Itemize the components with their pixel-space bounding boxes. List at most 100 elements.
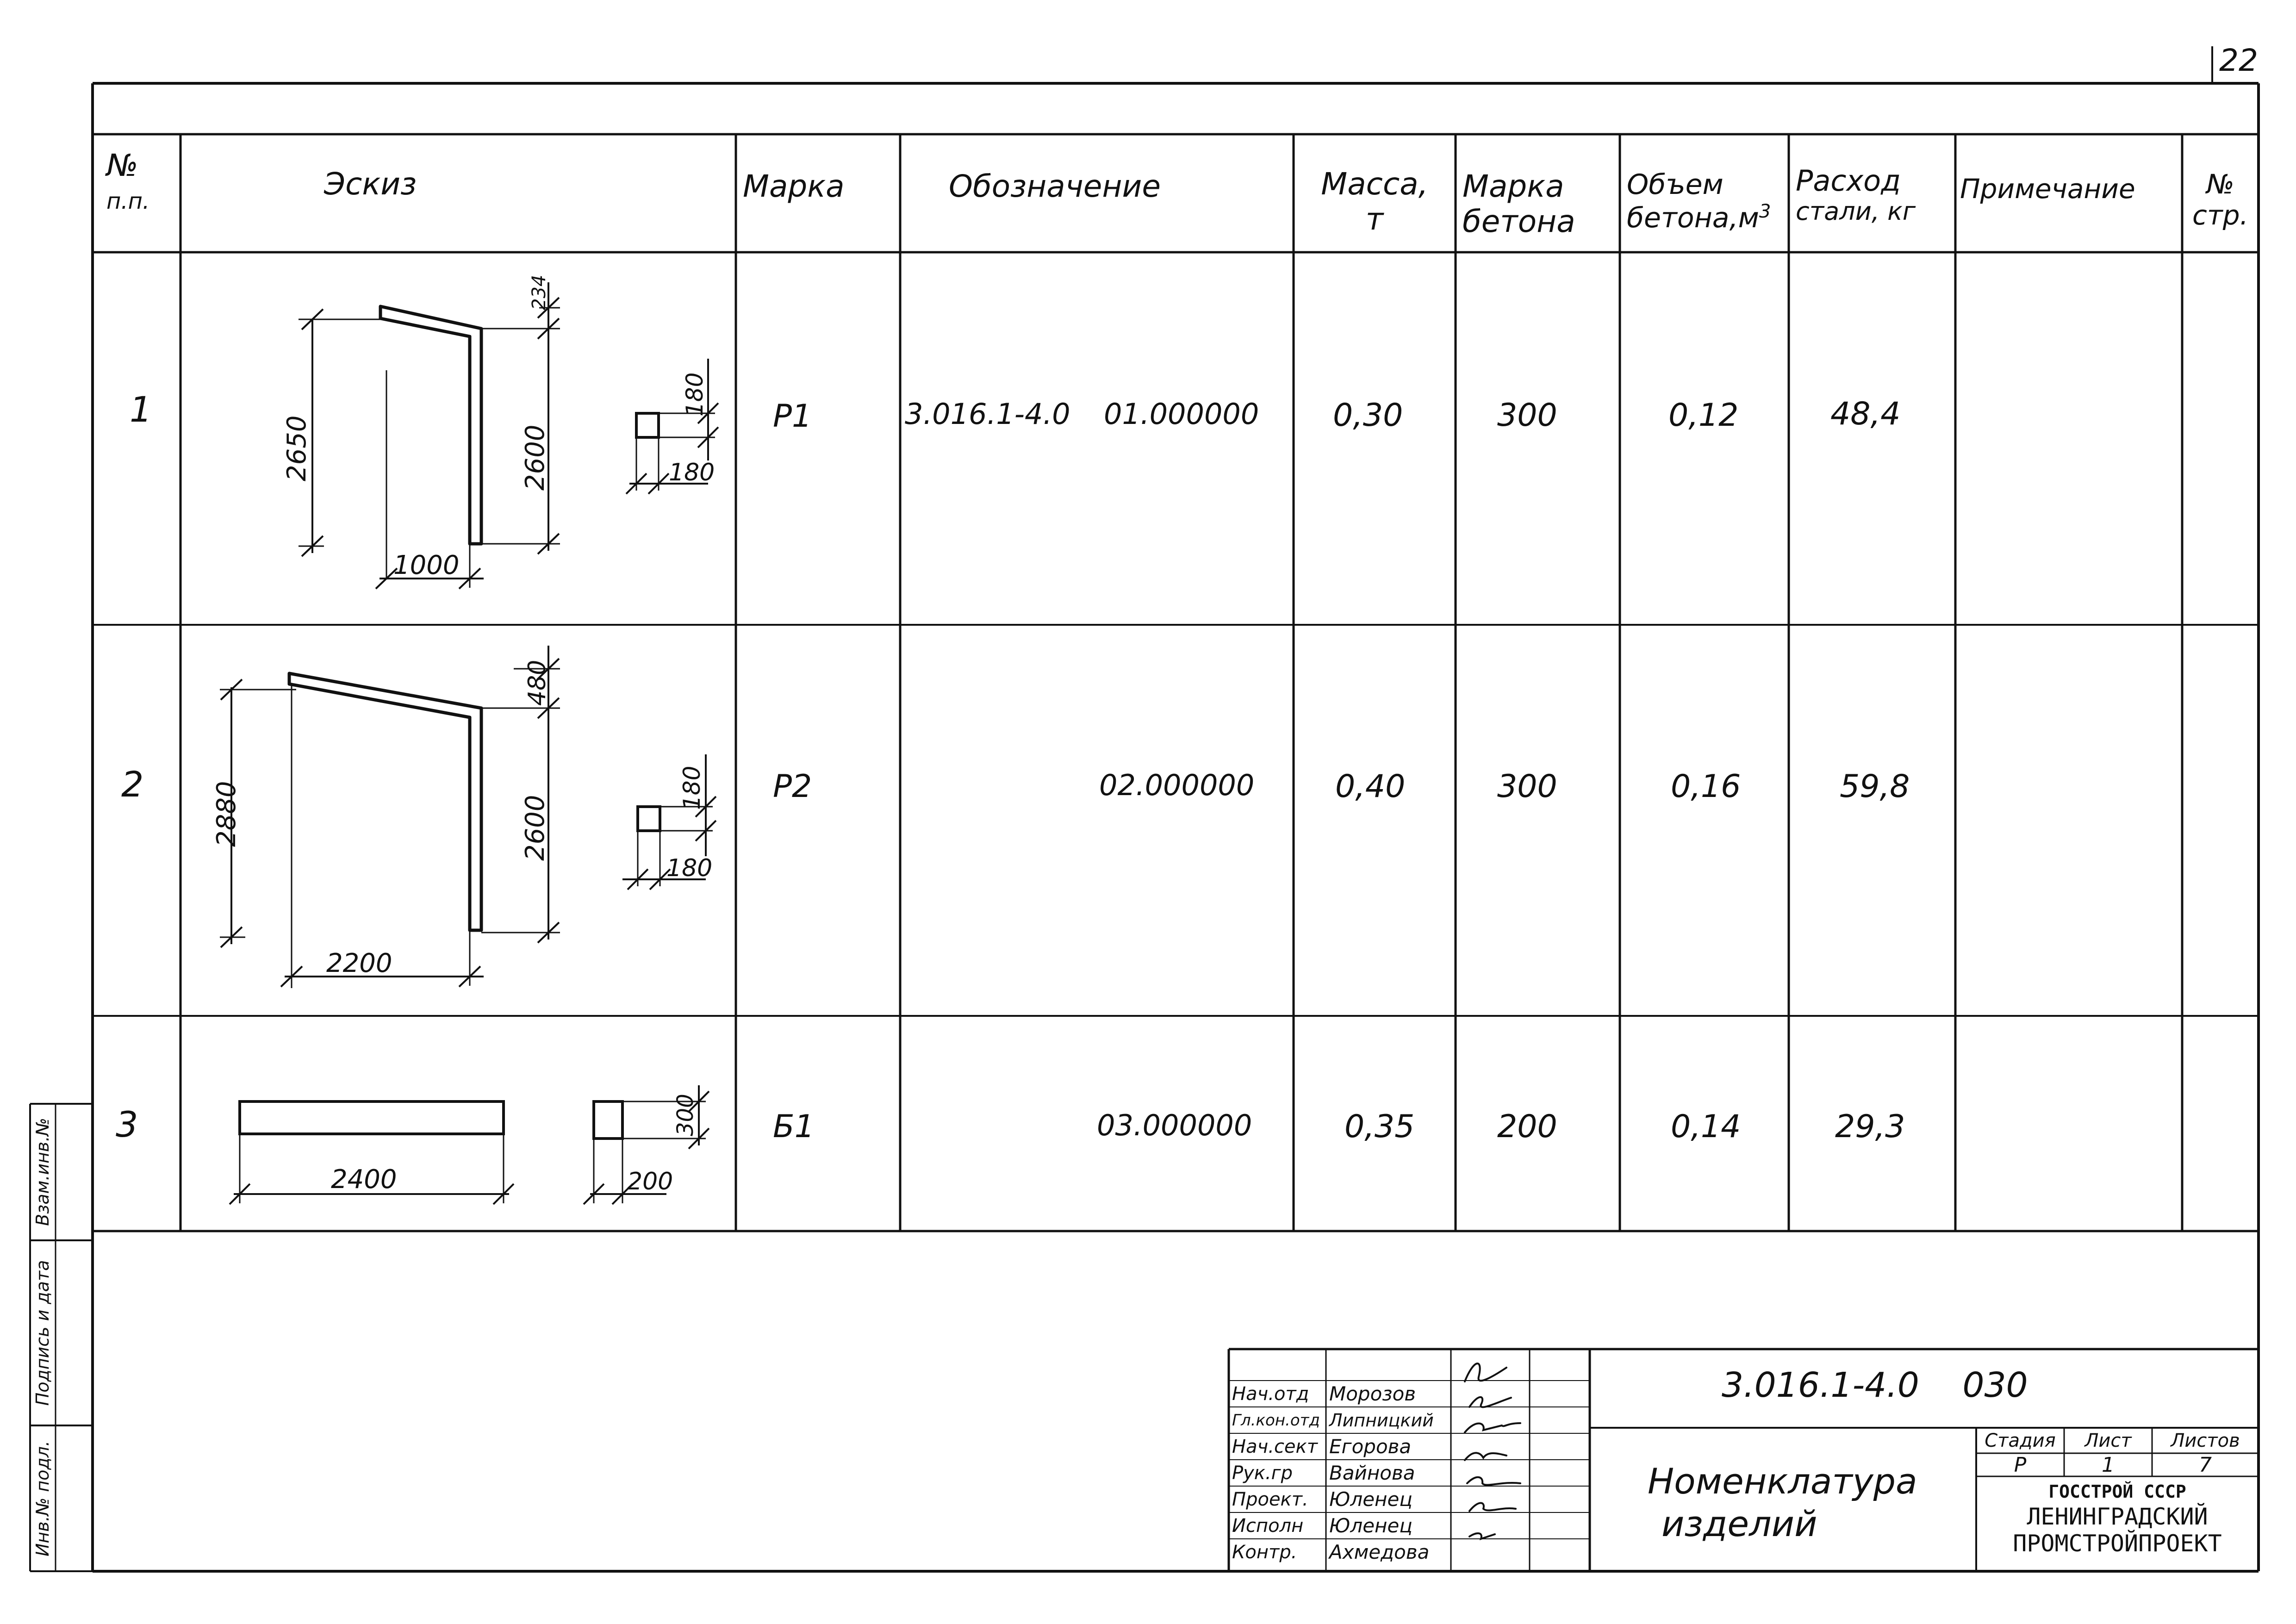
tb-name-6: Юленец xyxy=(1329,1514,1412,1537)
tb-role-4: Рук.гр xyxy=(1232,1462,1293,1484)
row-3-volume: 0,14 xyxy=(1671,1108,1741,1145)
tb-name-7: Ахмедова xyxy=(1329,1541,1430,1563)
row-2-mass: 0,40 xyxy=(1335,768,1406,805)
header-no-pp: п.п. xyxy=(106,188,150,214)
header-volume-unit: бетона,м xyxy=(1627,202,1759,234)
tb-doc-series: 3.016.1-4.0 xyxy=(1722,1365,1919,1405)
signatures xyxy=(1464,1363,1521,1541)
row-1-steel: 48,4 xyxy=(1830,396,1901,432)
row-1-grade: 300 xyxy=(1497,397,1557,434)
header-page-l2: стр. xyxy=(2192,199,2248,231)
tb-sheet-label: Лист xyxy=(2084,1430,2132,1451)
tb-role-7: Контр. xyxy=(1232,1542,1297,1563)
title-block-names: Морозов Липницкий Егорова Вайнова Юленец… xyxy=(1329,1381,1434,1566)
header-mass-l2: т xyxy=(1365,201,1384,237)
header-steel-l1: Расход xyxy=(1796,164,1901,198)
header-sketch: Эскиз xyxy=(324,166,417,202)
header-no: № п.п. xyxy=(106,148,149,214)
row-2-dim-sec-w: 180 xyxy=(666,854,712,882)
tb-name-2: Липницкий xyxy=(1329,1410,1434,1431)
tb-title-line2: изделий xyxy=(1661,1503,1817,1544)
row-2-mark: Р2 xyxy=(773,768,812,805)
row-3-code: 03.000000 xyxy=(1097,1108,1252,1142)
header-concrete-grade: Марка бетона xyxy=(1462,169,1575,239)
signature-6 xyxy=(1468,1502,1517,1512)
row-3-sketch: 2400 300 200 xyxy=(229,1085,710,1205)
row-1-code: 01.000000 xyxy=(1104,397,1259,431)
header-note: Примечание xyxy=(1960,173,2135,205)
tb-doc-sheet-code: 030 xyxy=(1962,1365,2028,1405)
tb-role-2: Гл.кон.отд xyxy=(1232,1411,1320,1430)
tb-org-2: ЛЕНИНГРАДСКИЙ xyxy=(2027,1503,2208,1530)
tb-role-5: Проект. xyxy=(1232,1489,1308,1510)
side-stamp-replace: Взам.инв.№ xyxy=(32,1118,53,1226)
tb-org-1: ГОССТРОЙ СССР xyxy=(2048,1481,2186,1502)
tb-sheet: 1 xyxy=(2102,1453,2115,1477)
tb-role-1: Нач.отд xyxy=(1232,1383,1309,1405)
row-1-no: 1 xyxy=(130,389,152,430)
header-no-sign: № xyxy=(106,148,138,183)
row-2-sketch: 2880 2600 480 2200 180 180 xyxy=(212,646,717,988)
row-2-dim-sec-h: 180 xyxy=(678,766,705,810)
row-2-dim-leg: 2600 xyxy=(520,795,550,861)
row-2-steel: 59,8 xyxy=(1840,768,1910,805)
row-3-mass: 0,35 xyxy=(1344,1108,1415,1145)
side-stamp-signature: Подпись и дата xyxy=(32,1260,53,1406)
header-volume-l2: бетона,м3 xyxy=(1627,201,1771,234)
header-steel: Расход стали, кг xyxy=(1796,164,1916,226)
row-2-dim-overall: 2880 xyxy=(212,781,242,847)
row-1-dim-width: 1000 xyxy=(393,550,460,580)
tb-name-1: Морозов xyxy=(1329,1382,1416,1405)
row-2-dim-slope: 480 xyxy=(523,660,551,706)
header-grade-l2: бетона xyxy=(1462,203,1575,239)
row-1-dim-overall: 2650 xyxy=(282,415,312,481)
row-3-no: 3 xyxy=(116,1104,138,1145)
row-3-dim-length: 2400 xyxy=(331,1164,397,1195)
row-2-grade: 300 xyxy=(1497,768,1557,805)
header-designation: Обозначение xyxy=(949,168,1161,204)
side-stamp-inv: Инв.№ подл. xyxy=(32,1440,53,1557)
row-3-mark: Б1 xyxy=(773,1108,815,1145)
signature-5 xyxy=(1466,1476,1521,1486)
row-2-volume: 0,16 xyxy=(1671,768,1741,805)
header-concrete-volume: Объем бетона,м3 xyxy=(1627,169,1771,234)
tb-name-4: Вайнова xyxy=(1329,1462,1415,1484)
signature-3 xyxy=(1464,1422,1521,1433)
row-3-steel: 29,3 xyxy=(1835,1108,1905,1145)
title-block-roles: Нач.отд Гл.кон.отд Нач.сект Рук.гр Проек… xyxy=(1232,1381,1320,1566)
tb-role-6: Исполн xyxy=(1232,1515,1304,1537)
tb-stage-label: Стадия xyxy=(1985,1430,2056,1451)
header-mass-l1: Масса, xyxy=(1321,166,1428,202)
tb-name-5: Юленец xyxy=(1329,1488,1412,1511)
row-3-dim-sec-w: 200 xyxy=(627,1168,673,1195)
tb-org: ГОССТРОЙ СССР ЛЕНИНГРАДСКИЙ ПРОМСТРОЙПРО… xyxy=(1976,1480,2259,1557)
tb-title-line1: Номенклатура xyxy=(1648,1461,1917,1502)
tb-role-3: Нач.сект xyxy=(1232,1436,1318,1457)
signature-4 xyxy=(1464,1452,1507,1461)
row-1-dim-leg: 2600 xyxy=(520,424,550,491)
tb-org-3: ПРОМСТРОЙПРОЕКТ xyxy=(2013,1530,2222,1557)
header-volume-exp: 3 xyxy=(1759,201,1771,222)
header-grade-l1: Марка xyxy=(1462,168,1564,204)
tb-name-3: Егорова xyxy=(1329,1435,1412,1458)
row-1-dim-slope: 234 xyxy=(529,275,550,310)
row-2-dim-width: 2200 xyxy=(326,948,392,978)
header-mark: Марка xyxy=(743,168,845,204)
row-1-mark: Р1 xyxy=(773,398,812,435)
page-number: 22 xyxy=(2219,43,2258,78)
row-3-grade: 200 xyxy=(1497,1108,1557,1145)
header-volume-l1: Объем xyxy=(1627,168,1724,201)
signature-2 xyxy=(1468,1396,1512,1408)
tb-doc-code: 3.016.1-4.0 030 xyxy=(1722,1365,2028,1405)
row-1-sketch: 2650 2600 234 1000 180 180 xyxy=(282,275,719,590)
row-1-dim-sec-w: 180 xyxy=(669,459,715,486)
tb-sheets-label: Листов xyxy=(2171,1430,2240,1451)
tb-stage: Р xyxy=(2014,1453,2027,1477)
row-1-dim-sec-h: 180 xyxy=(681,373,708,417)
row-2-no: 2 xyxy=(121,764,144,805)
header-page: № стр. xyxy=(2182,169,2259,230)
signature-7 xyxy=(1468,1532,1496,1541)
signature-1 xyxy=(1464,1363,1507,1382)
tb-sheets: 7 xyxy=(2199,1453,2212,1477)
